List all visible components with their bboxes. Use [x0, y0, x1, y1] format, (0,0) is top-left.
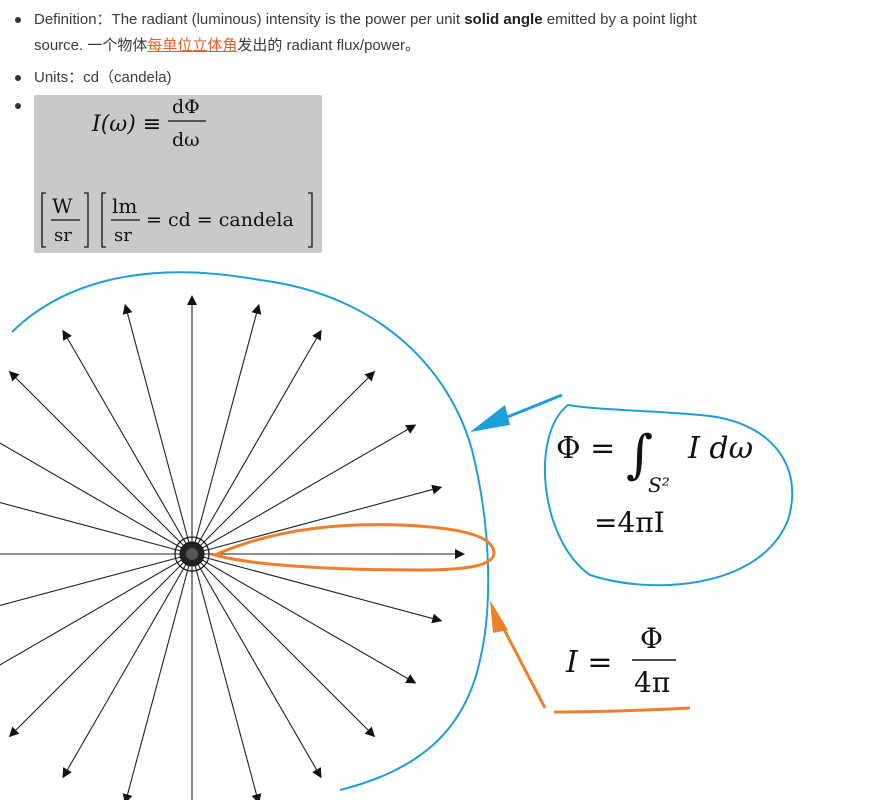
blue-arrow-head — [470, 405, 510, 432]
definition-line2-end: 发出的 radiant flux/power。 — [237, 37, 420, 54]
light-ray-arrow — [191, 303, 262, 555]
light-ray-arrow — [191, 553, 443, 624]
formula-svg: I(ω) ≡ dΦ dω W sr lm sr = cd = candela — [41, 96, 313, 248]
bullet-dot — [15, 17, 21, 23]
orange-ray-highlight — [210, 523, 496, 572]
flux-eq: Φ = — [556, 431, 615, 466]
bullet-dot — [15, 103, 21, 109]
light-ray-arrow — [0, 553, 193, 666]
definition-item: Definition：The radiant (luminous) intens… — [34, 7, 754, 59]
definition-link[interactable]: 每单位立体角 — [147, 37, 238, 54]
formula2-lm-den: sr — [114, 225, 132, 246]
light-ray-arrow — [191, 370, 376, 555]
intensity-num: Φ — [640, 622, 663, 655]
light-ray-arrow — [8, 370, 193, 555]
light-ray-arrow — [0, 442, 193, 555]
orange-underline — [553, 706, 691, 714]
integrand: I dω — [687, 431, 753, 466]
formula-image: I(ω) ≡ dΦ dω W sr lm sr = cd = candela — [34, 95, 322, 253]
formula1-den: dω — [172, 129, 200, 151]
integral-sign: ∫ — [626, 425, 653, 485]
orange-arrow-head — [490, 600, 508, 633]
light-ray-arrow — [62, 329, 193, 555]
light-ray-arrow — [122, 303, 193, 555]
definition-line2: source. 一个物体 — [34, 37, 148, 54]
bracket-right-1 — [84, 192, 89, 248]
integral-sub: S² — [648, 473, 670, 497]
intensity-eq: I = — [565, 645, 613, 680]
units-item: Units：cd（candela) — [34, 65, 172, 91]
definition-label: Definition： — [34, 11, 112, 28]
light-ray-arrow — [191, 553, 417, 684]
light-ray-arrow — [191, 553, 376, 738]
definition-text: The radiant (luminous) intensity is the … — [111, 11, 465, 28]
units-label: Units：cd（candela) — [34, 69, 172, 86]
formula2-lm-num: lm — [112, 194, 137, 218]
bracket-left-1 — [41, 192, 46, 248]
formula1-lhs: I(ω) ≡ — [91, 112, 161, 137]
definition-text-after: emitted by a point light — [542, 11, 697, 28]
sphere-outline — [11, 271, 490, 791]
light-ray-arrow — [191, 553, 262, 800]
light-ray-arrow — [191, 424, 417, 555]
light-ray-arrow — [191, 553, 322, 779]
formula2-rest: = cd = candela — [146, 209, 294, 231]
formula1-num: dΦ — [172, 96, 200, 118]
light-ray-arrow — [62, 553, 193, 779]
radiant-intensity-diagram: Φ = ∫ S² I dω =4πI I = Φ 4π — [0, 271, 794, 800]
point-source — [174, 536, 210, 572]
light-ray-arrow — [0, 553, 193, 607]
light-ray-arrow — [8, 553, 193, 738]
formula2-w-den: sr — [54, 225, 72, 246]
bracket-right-2 — [308, 192, 313, 248]
light-ray-arrow — [191, 484, 443, 555]
intensity-den: 4π — [634, 666, 670, 699]
light-ray-arrow — [0, 501, 193, 555]
bracket-left-2 — [101, 192, 106, 248]
definition-bold: solid angle — [464, 11, 543, 28]
light-ray-arrow — [191, 329, 322, 555]
light-ray-arrow — [122, 553, 193, 800]
formula2-w-num: W — [52, 194, 73, 218]
bullet-dot — [15, 75, 21, 81]
light-rays — [0, 295, 465, 800]
blue-annotation-loop — [543, 403, 794, 587]
flux-result: =4πI — [594, 506, 665, 539]
